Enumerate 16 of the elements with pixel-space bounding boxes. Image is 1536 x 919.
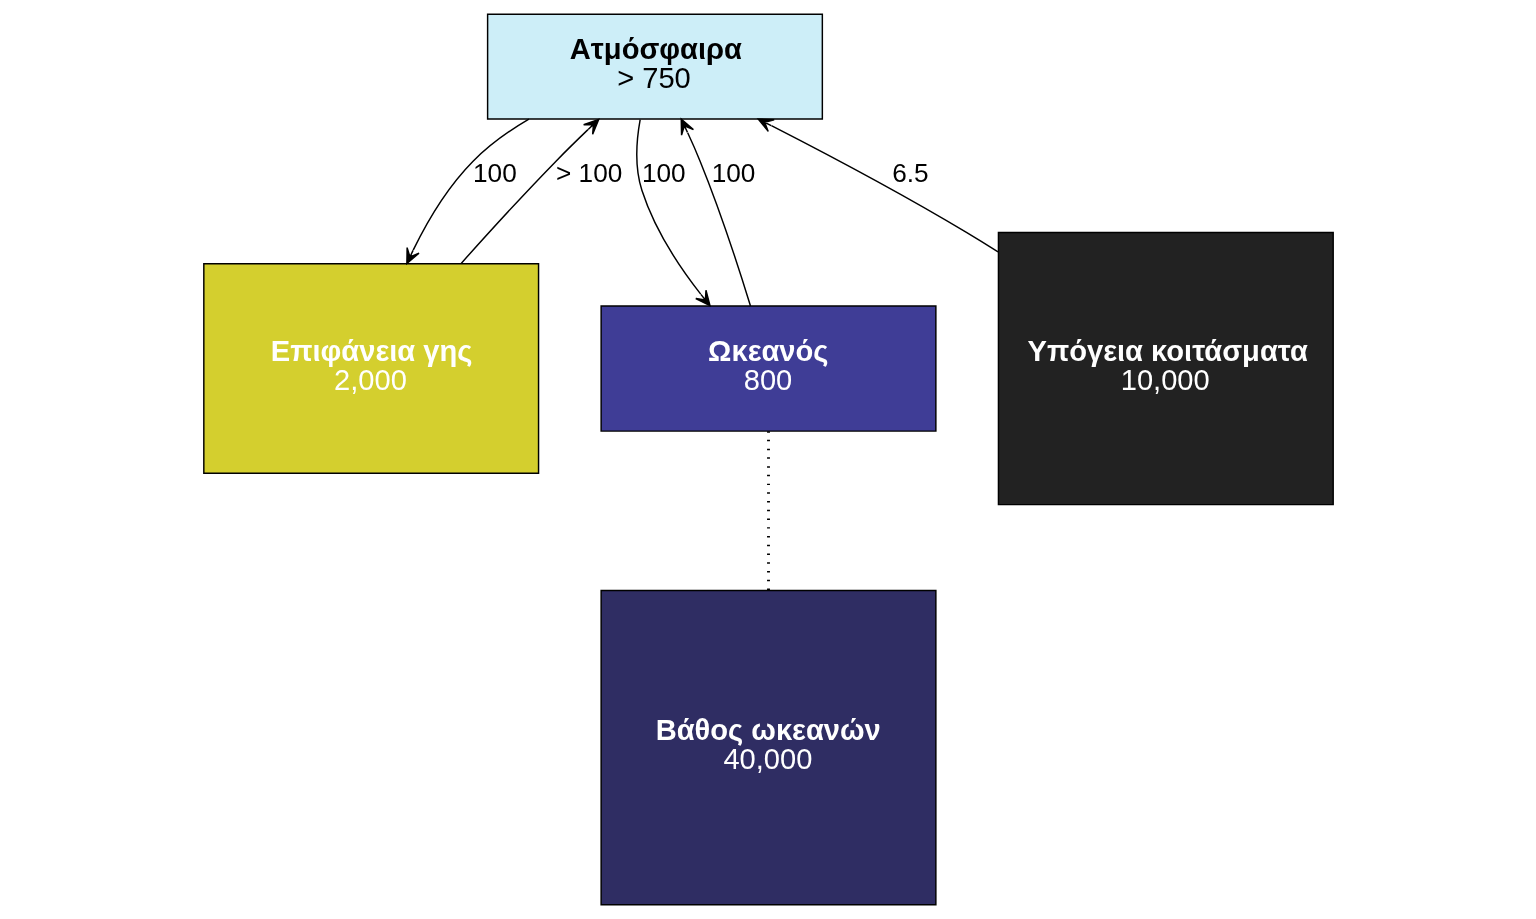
edge-label: 6.5 xyxy=(891,158,929,189)
arrow xyxy=(405,118,530,265)
arrow xyxy=(459,118,599,265)
node-box: Επιφάνεια γης 2,000 xyxy=(202,263,539,475)
edge-label: > 100 xyxy=(555,158,622,189)
connector xyxy=(766,431,770,591)
arrow xyxy=(680,118,751,307)
arrow xyxy=(635,118,711,307)
edge-label: 100 xyxy=(641,158,686,189)
arrow xyxy=(757,118,999,253)
node-box: Ατμόσφαιρα > 750 xyxy=(486,13,823,120)
node-box: Βάθος ωκεανών 40,000 xyxy=(599,589,937,906)
node-box: Ωκεανός 800 xyxy=(599,305,937,432)
edge-label: 100 xyxy=(472,158,517,189)
node-box: Υπόγεια κοιτάσματα 10,000 xyxy=(997,231,1334,506)
edge-label: 100 xyxy=(711,158,755,189)
